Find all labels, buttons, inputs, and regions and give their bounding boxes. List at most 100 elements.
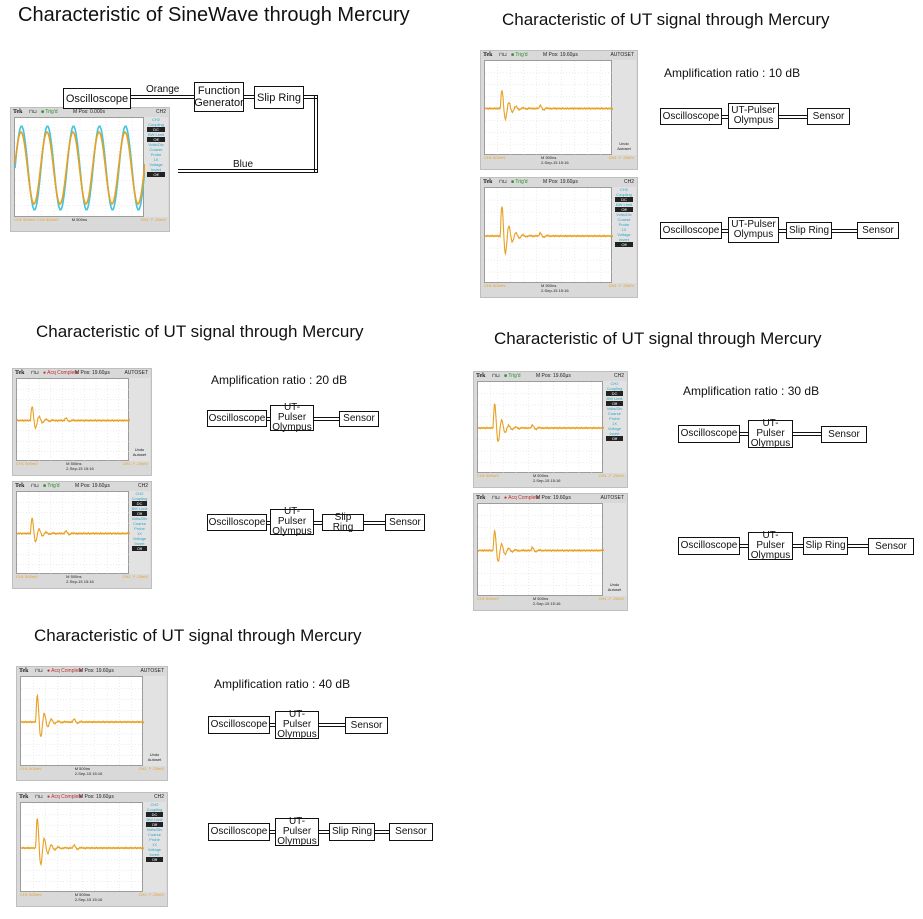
side-menu-item: Off <box>147 137 165 142</box>
a40-cable-2 <box>319 723 345 727</box>
pulse-icon: ⊓⊔ <box>31 483 39 489</box>
mpos-readout: M Pos: 19.60μs <box>75 370 110 376</box>
a10-sr-sensor-block: Sensor <box>857 222 899 239</box>
side-menu-item: Probe <box>609 416 620 421</box>
amp-40-label: Amplification ratio : 40 dB <box>214 677 351 691</box>
amp-30-label: Amplification ratio : 30 dB <box>683 384 820 398</box>
waveform-plot <box>21 677 144 767</box>
mpos-readout: M Pos: 19.60μs <box>543 52 578 58</box>
tek-logo: Tek <box>476 373 486 379</box>
undo-autoset-label: Undo Autoset <box>132 447 147 457</box>
a20-sr-cable-1 <box>267 521 270 525</box>
a10-sensor-block: Sensor <box>807 108 850 125</box>
scope-screen <box>20 676 144 767</box>
a30-sr-ut-pulser-block: UT-Pulser Olympus <box>748 531 793 561</box>
sine-title: Characteristic of SineWave through Mercu… <box>18 4 410 26</box>
waveform-plot <box>478 504 604 597</box>
channel-scale: CH1 500mV <box>20 892 42 897</box>
blue-cable-top <box>304 95 318 99</box>
side-menu-item: Coupling <box>606 386 623 391</box>
tek-logo: Tek <box>483 52 493 58</box>
pulse-icon: ⊓⊔ <box>492 373 500 379</box>
a30-sr-slip-ring-block: Slip Ring <box>803 537 848 555</box>
a40-ut-pulser-block: UT-Pulser Olympus <box>275 710 319 740</box>
waveform-plot <box>17 379 130 462</box>
channel-scale: CH1 500mV <box>477 473 499 478</box>
a30-sensor-block: Sensor <box>821 426 867 443</box>
side-menu-item: Volts/Div <box>148 142 164 147</box>
side-menu-item: Off <box>606 401 623 406</box>
a30-oscilloscope-block: Oscilloscope <box>678 425 740 443</box>
ut-echo-trace <box>21 693 144 738</box>
side-menu-item: CH2 <box>619 187 628 192</box>
a10-cable-2 <box>779 115 807 119</box>
side-menu-item: CH2 <box>150 802 159 807</box>
a20-cable-2 <box>314 417 339 421</box>
trigger-status: ● Acq Complete <box>47 668 83 674</box>
side-menu-item: Voltage <box>147 847 162 852</box>
side-menu-item: 1X <box>137 531 142 536</box>
side-menu-item: DC <box>606 391 623 396</box>
side-menu-item: Coarse <box>149 147 163 152</box>
ch1-orange-sine-trace <box>15 130 145 206</box>
side-menu-item: Volts/Div <box>146 827 163 832</box>
channel-scale: CH1 500mV <box>484 283 506 288</box>
scope-screen <box>14 117 145 218</box>
side-menu-item: DC <box>146 812 163 817</box>
tek-logo: Tek <box>15 483 25 489</box>
undo-autoset-label: Undo Autoset <box>607 582 622 592</box>
trigger-level: CH1 ↗ -20mV <box>138 892 164 897</box>
scope-side-menu: Undo Autoset <box>143 676 166 766</box>
trigger-level: CH1 ↗ -20mV <box>598 473 624 478</box>
ut10-title: Characteristic of UT signal through Merc… <box>502 10 830 29</box>
side-menu-item: Volts/Div <box>606 406 623 411</box>
a10-oscilloscope-block: Oscilloscope <box>660 108 722 125</box>
trigger-status: ■ Trig'd <box>41 109 58 115</box>
ut20-title: Characteristic of UT signal through Merc… <box>36 322 364 341</box>
channel-scale: CH1 500mV <box>20 766 42 771</box>
mpos-readout: M Pos: 19.60μs <box>79 794 114 800</box>
scope-side-menu: Undo Autoset <box>129 378 150 461</box>
sine-slip-ring-block: Slip Ring <box>254 86 304 109</box>
undo-autoset-label: Undo Autoset <box>617 141 631 151</box>
waveform-plot <box>21 803 144 893</box>
trigger-status: ● Acq Complete <box>504 495 540 501</box>
channel-label: CH2 <box>155 109 166 115</box>
trigger-level: CH1 ↗ -20mV <box>122 461 148 466</box>
side-menu-item: 1X <box>152 842 157 847</box>
side-menu-item: Off <box>146 857 163 862</box>
side-menu-item: Off <box>615 207 633 212</box>
side-menu-item: Invert <box>609 431 620 436</box>
amp-20-label: Amplification ratio : 20 dB <box>211 373 348 387</box>
scope-screen <box>16 378 130 462</box>
mpos-readout: M Pos: 19.60μs <box>75 483 110 489</box>
a40-sr-sensor-block: Sensor <box>389 823 433 841</box>
a10-ut-pulser-block: UT-Pulser Olympus <box>728 103 779 129</box>
mpos-readout: M Pos: 19.60μs <box>536 373 571 379</box>
a20-sr-sensor-block: Sensor <box>385 514 425 531</box>
channel-label: CH2 <box>613 373 624 379</box>
orange-cable <box>131 95 194 99</box>
waveform-plot <box>478 382 604 474</box>
trigger-status: ● Acq Complete <box>43 370 79 376</box>
ut-echo-trace <box>478 403 604 443</box>
a10-cable-1 <box>722 115 728 119</box>
a10-sr-slip-ring-block: Slip Ring <box>786 222 832 239</box>
